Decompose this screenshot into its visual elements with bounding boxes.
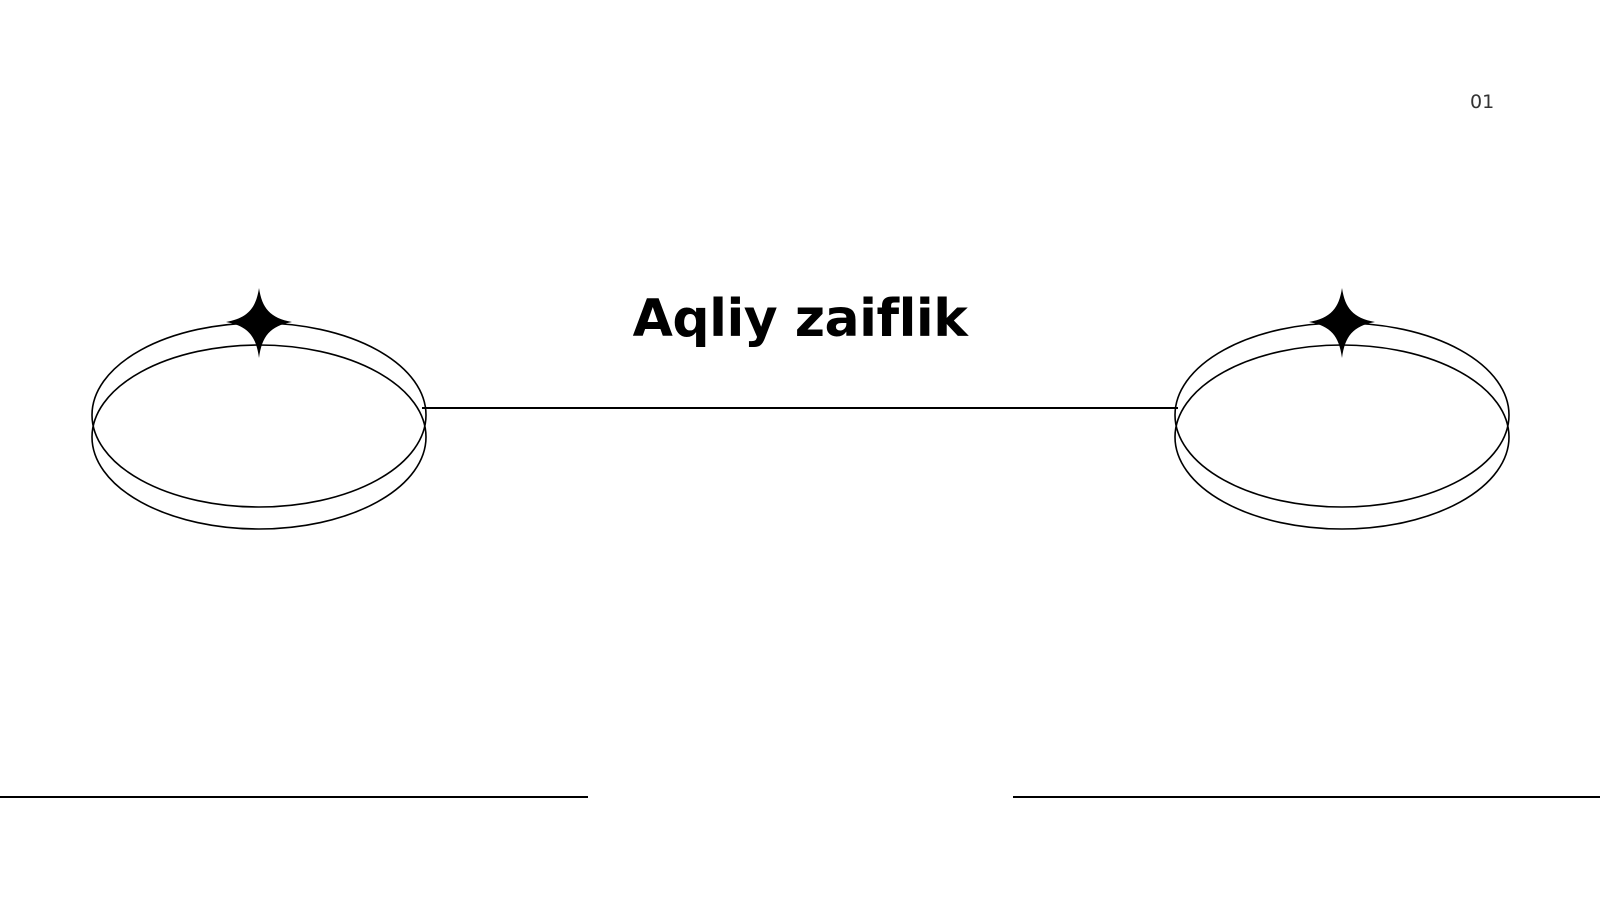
- left-sparkle-icon: [226, 288, 292, 358]
- right-ring-icon: [1174, 288, 1510, 530]
- right-sparkle-icon: [1309, 288, 1375, 358]
- page-number: 01: [1470, 91, 1495, 113]
- left-ring-icon: [91, 288, 427, 530]
- slide-title: Aqliy zaiflik: [632, 289, 968, 349]
